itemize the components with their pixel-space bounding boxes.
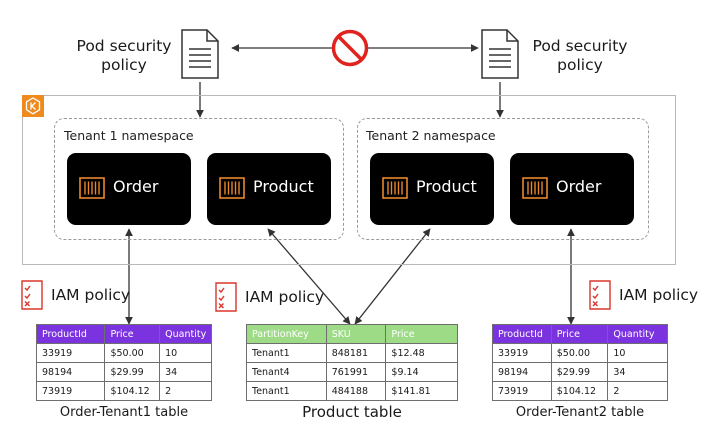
table-cell: 33919 — [492, 343, 552, 363]
table-header-cell: PartitionKey — [246, 324, 327, 344]
right-policy-document-icon — [481, 29, 519, 79]
order-tenant2-table-caption: Order-Tenant2 table — [515, 405, 645, 420]
table-cell: 98194 — [492, 362, 552, 382]
table-cell: Tenant1 — [246, 343, 327, 363]
table-row: 33919 $50.00 10 — [35, 343, 212, 363]
table-row: Tenant1 848181 $12.48 — [246, 343, 458, 363]
table-header-row: PartitionKey SKU Price — [246, 324, 458, 344]
iam-policy-checklist-icon — [589, 280, 611, 310]
table-header-cell: Quantity — [159, 324, 212, 344]
right-policy-label-line1: Pod security — [532, 37, 628, 55]
table-header-cell: Price — [385, 324, 458, 344]
tenant1-product-label: Product — [253, 177, 314, 196]
tenant2-product-label: Product — [416, 177, 477, 196]
table-row: Tenant1 484188 $141.81 — [246, 381, 458, 401]
table-row: Tenant4 761991 $9.14 — [246, 362, 458, 382]
left-policy-document-icon — [181, 29, 219, 79]
order-tenant1-table: ProductId Price Quantity 33919 $50.00 10… — [35, 324, 212, 401]
tenant1-namespace-label: Tenant 1 namespace — [64, 128, 194, 143]
product2-table-arrow — [354, 228, 431, 325]
tenant1-product-service: Product — [207, 153, 331, 225]
container-icon — [382, 177, 408, 199]
table-row: 73919 $104.12 2 — [35, 381, 212, 401]
table-cell: 98194 — [35, 362, 106, 382]
table-cell: $104.12 — [104, 381, 161, 401]
left-policy-label-line2: policy — [101, 56, 147, 74]
table-cell: 761991 — [325, 362, 387, 382]
order-tenant2-table: ProductId Price Quantity 33919 $50.00 10… — [492, 324, 668, 401]
table-cell: $12.48 — [385, 343, 458, 363]
table-cell: 2 — [607, 381, 668, 401]
table-cell: 73919 — [35, 381, 106, 401]
table-cell: $104.12 — [550, 381, 609, 401]
table-header-cell: ProductId — [492, 324, 552, 344]
table-cell: 10 — [607, 343, 668, 363]
table-row: 98194 $29.99 34 — [35, 362, 212, 382]
tenant2-namespace — [357, 118, 649, 240]
table-row: 73919 $104.12 2 — [492, 381, 668, 401]
table-cell: 73919 — [492, 381, 552, 401]
prohibited-icon — [331, 29, 369, 67]
table-header-cell: SKU — [325, 324, 387, 344]
product-table-caption: Product table — [302, 403, 402, 421]
tenant2-order-label: Order — [556, 177, 602, 196]
iam-policy-label-2: IAM policy — [245, 288, 325, 306]
product1-table-arrow — [267, 228, 351, 325]
tenant1-order-service: Order — [67, 153, 191, 225]
table-cell: $29.99 — [550, 362, 609, 382]
iam-policy-label-3: IAM policy — [619, 286, 699, 304]
table-cell: Tenant1 — [246, 381, 327, 401]
container-icon — [219, 177, 245, 199]
tenant1-namespace — [54, 118, 344, 240]
table-cell: 484188 — [325, 381, 387, 401]
table-header-cell: ProductId — [35, 324, 106, 344]
table-cell: $9.14 — [385, 362, 458, 382]
table-cell: $50.00 — [104, 343, 161, 363]
table-row: 98194 $29.99 34 — [492, 362, 668, 382]
table-cell: $141.81 — [385, 381, 458, 401]
table-row: 33919 $50.00 10 — [492, 343, 668, 363]
table-header-row: ProductId Price Quantity — [35, 324, 212, 344]
table-header-cell: Price — [550, 324, 609, 344]
tenant2-namespace-label: Tenant 2 namespace — [366, 128, 496, 143]
table-cell: 10 — [159, 343, 212, 363]
left-policy-label: Pod security policy — [64, 37, 184, 75]
tenant1-order-label: Order — [113, 177, 159, 196]
table-cell: $50.00 — [550, 343, 609, 363]
table-cell: 33919 — [35, 343, 106, 363]
container-icon — [79, 177, 105, 199]
left-policy-label-line1: Pod security — [76, 37, 172, 55]
table-cell: Tenant4 — [246, 362, 327, 382]
iam-policy-label-1: IAM policy — [51, 286, 131, 304]
table-header-cell: Price — [104, 324, 161, 344]
eks-icon — [22, 95, 44, 117]
table-cell: 848181 — [325, 343, 387, 363]
table-cell: 34 — [607, 362, 668, 382]
container-icon — [522, 177, 548, 199]
tenant2-order-service: Order — [510, 153, 634, 225]
right-policy-label: Pod security policy — [520, 37, 640, 75]
table-cell: $29.99 — [104, 362, 161, 382]
product-table: PartitionKey SKU Price Tenant1 848181 $1… — [246, 324, 458, 401]
order-tenant1-table-caption: Order-Tenant1 table — [59, 405, 189, 420]
table-header-cell: Quantity — [607, 324, 668, 344]
eks-cluster — [22, 95, 676, 265]
tenant2-product-service: Product — [370, 153, 494, 225]
table-cell: 34 — [159, 362, 212, 382]
iam-policy-checklist-icon — [215, 282, 237, 312]
table-header-row: ProductId Price Quantity — [492, 324, 668, 344]
table-cell: 2 — [159, 381, 212, 401]
iam-policy-checklist-icon — [21, 280, 43, 310]
right-policy-label-line2: policy — [557, 56, 603, 74]
